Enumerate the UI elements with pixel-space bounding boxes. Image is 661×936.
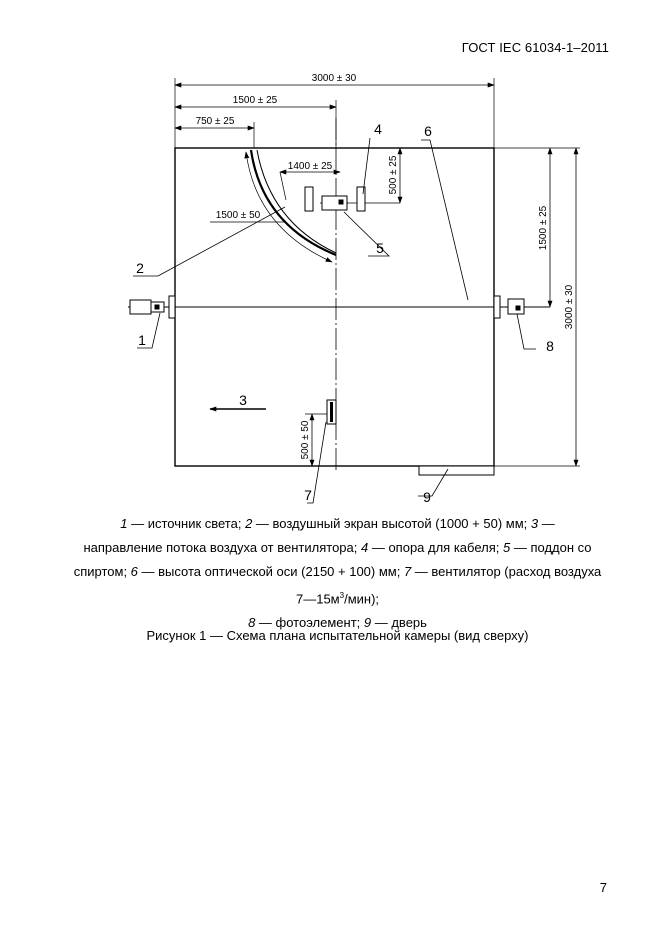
- legend-text: — высота оптической оси (2150 + 100) мм;: [137, 564, 404, 579]
- legend-text: 7—15м: [295, 591, 340, 607]
- legend-text: — поддон со: [510, 540, 592, 555]
- legend-text: — фотоэлемент;: [255, 615, 364, 631]
- item-label-8: 8: [546, 338, 554, 354]
- legend-line: 7—15м3/мин);: [60, 584, 615, 611]
- fan: [326, 399, 337, 425]
- legend-text: — воздушный экран высотой (1000 + 50) мм…: [252, 516, 531, 531]
- legend-item-number: 2: [245, 516, 253, 531]
- document-header: ГОСТ IEC 61034-1–2011: [461, 40, 609, 55]
- dim-arc-radius: 1500 ± 50: [216, 210, 261, 221]
- item-label-5: 5: [376, 240, 384, 256]
- item-label-1: 1: [138, 332, 146, 348]
- legend-superscript: 3: [339, 591, 345, 600]
- legend-text: —: [538, 516, 555, 531]
- item-label-4: 4: [374, 121, 382, 137]
- dim-half-width: 1500 ± 25: [233, 95, 278, 106]
- legend-text: — источник света;: [127, 516, 246, 531]
- legend-text: /мин);: [344, 591, 380, 607]
- leader-lines: [133, 137, 536, 504]
- legend-item-number: 6: [130, 564, 138, 579]
- legend-text: — опора для кабеля;: [368, 540, 503, 555]
- legend-item-number: 4: [360, 540, 369, 555]
- dim-quarter-width: 750 ± 25: [196, 116, 235, 127]
- dim-cable-support-offset: 500 ± 25: [388, 155, 399, 194]
- legend-item-number: 8: [248, 615, 256, 631]
- item-label-9: 9: [423, 489, 431, 505]
- legend-item-number: 5: [503, 540, 511, 555]
- legend-text: — вентилятор (расход воздуха: [411, 564, 602, 579]
- centre-lines: [128, 118, 550, 472]
- door: [418, 465, 495, 476]
- legend-item-number: 3: [530, 516, 539, 531]
- dim-half-depth: 1500 ± 25: [538, 205, 549, 250]
- legend-item-number: 9: [363, 615, 372, 631]
- legend-line: направление потока воздуха от вентилятор…: [60, 536, 615, 560]
- figure-caption: Рисунок 1 — Схема плана испытательной ка…: [146, 628, 529, 643]
- legend-text: направление потока воздуха от вентилятор…: [83, 540, 361, 555]
- legend-text: — дверь: [371, 615, 427, 631]
- screen-radius-line: [244, 151, 333, 263]
- legend-line: 8 — фотоэлемент; 9 — дверь: [60, 611, 615, 635]
- legend-item-number: 7: [403, 564, 412, 579]
- item-label-3: 3: [239, 392, 247, 408]
- dim-fan-offset: 500 ± 50: [300, 420, 311, 459]
- dim-total-width: 3000 ± 30: [312, 73, 357, 84]
- light-source: [129, 295, 176, 319]
- legend-item-number: 1: [120, 516, 128, 531]
- photocell: [493, 295, 525, 319]
- item-label-2: 2: [136, 260, 144, 276]
- figure-legend: 1 — источник света; 2 — воздушный экран …: [60, 512, 615, 635]
- legend-line: спиртом; 6 — высота оптической оси (2150…: [60, 560, 615, 584]
- screen-offset-leader: [279, 171, 287, 201]
- dim-screen-offset: 1400 ± 25: [288, 161, 333, 172]
- legend-line: 1 — источник света; 2 — воздушный экран …: [60, 512, 615, 536]
- alcohol-tray-and-cable-supports: [304, 186, 366, 212]
- dim-total-depth: 3000 ± 30: [564, 284, 575, 329]
- item-label-6: 6: [424, 123, 432, 139]
- item-label-7: 7: [304, 487, 312, 503]
- dimension-lines: [174, 82, 579, 467]
- legend-text: спиртом;: [73, 564, 131, 579]
- page-number: 7: [599, 880, 607, 895]
